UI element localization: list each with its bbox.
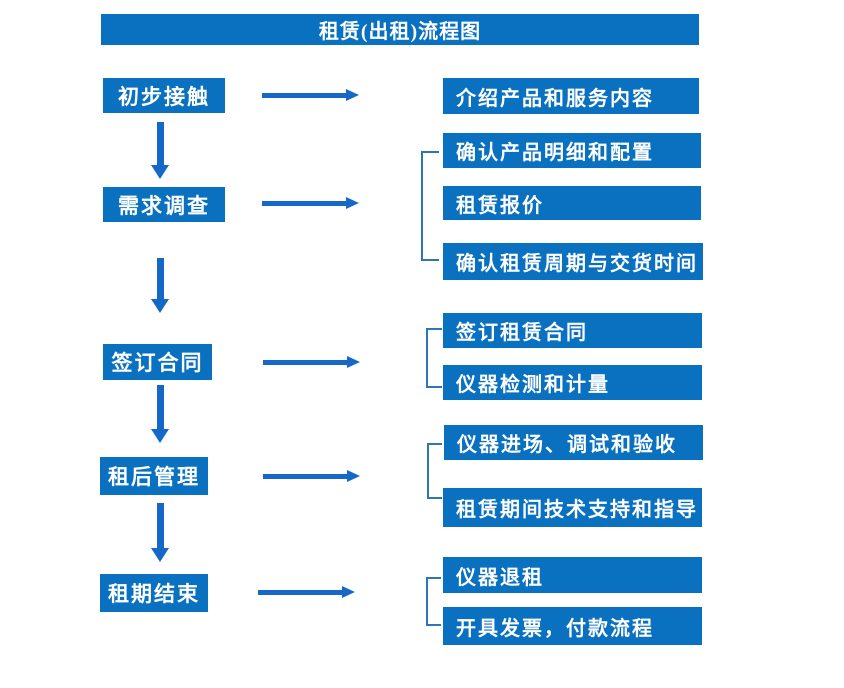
step-box-sign-contract: 签订合同 bbox=[103, 344, 212, 380]
detail-box-sign-rental-contract: 签订租赁合同 bbox=[443, 313, 702, 348]
arrow-right-icon-4 bbox=[263, 470, 360, 482]
arrow-right-icon-2 bbox=[262, 197, 359, 209]
flowchart-title: 租赁(出租)流程图 bbox=[101, 14, 699, 45]
detail-box-tech-support-guidance: 租赁期间技术支持和指导 bbox=[443, 488, 702, 527]
detail-box-introduce-products: 介绍产品和服务内容 bbox=[443, 78, 699, 114]
detail-box-rental-quote: 租赁报价 bbox=[443, 186, 701, 220]
bracket-connector-lease-end bbox=[426, 577, 441, 626]
bracket-connector-needs-survey bbox=[421, 151, 439, 261]
step-box-lease-end: 租期结束 bbox=[100, 574, 208, 612]
detail-box-invoice-payment: 开具发票，付款流程 bbox=[443, 607, 702, 645]
detail-box-confirm-period-delivery: 确认租赁周期与交货时间 bbox=[443, 243, 703, 280]
step-box-post-rental-management: 租后管理 bbox=[100, 457, 208, 495]
detail-box-instrument-testing: 仪器检测和计量 bbox=[443, 365, 702, 400]
arrow-right-icon-3 bbox=[263, 356, 360, 368]
arrow-down-icon-2 bbox=[151, 258, 169, 313]
detail-box-instrument-setup-acceptance: 仪器进场、调试和验收 bbox=[444, 425, 703, 460]
arrow-down-icon-1 bbox=[151, 122, 169, 179]
arrow-down-icon-4 bbox=[151, 503, 169, 562]
detail-box-instrument-return: 仪器退租 bbox=[443, 557, 702, 593]
bracket-connector-post-rental bbox=[427, 443, 442, 499]
arrow-right-icon-5 bbox=[258, 586, 355, 598]
bracket-connector-sign-contract bbox=[426, 328, 442, 388]
detail-box-confirm-product-config: 确认产品明细和配置 bbox=[443, 133, 701, 168]
arrow-down-icon-3 bbox=[151, 385, 169, 443]
step-box-initial-contact: 初步接触 bbox=[103, 78, 225, 113]
step-box-needs-survey: 需求调查 bbox=[103, 187, 225, 222]
arrow-right-icon-1 bbox=[262, 89, 359, 101]
